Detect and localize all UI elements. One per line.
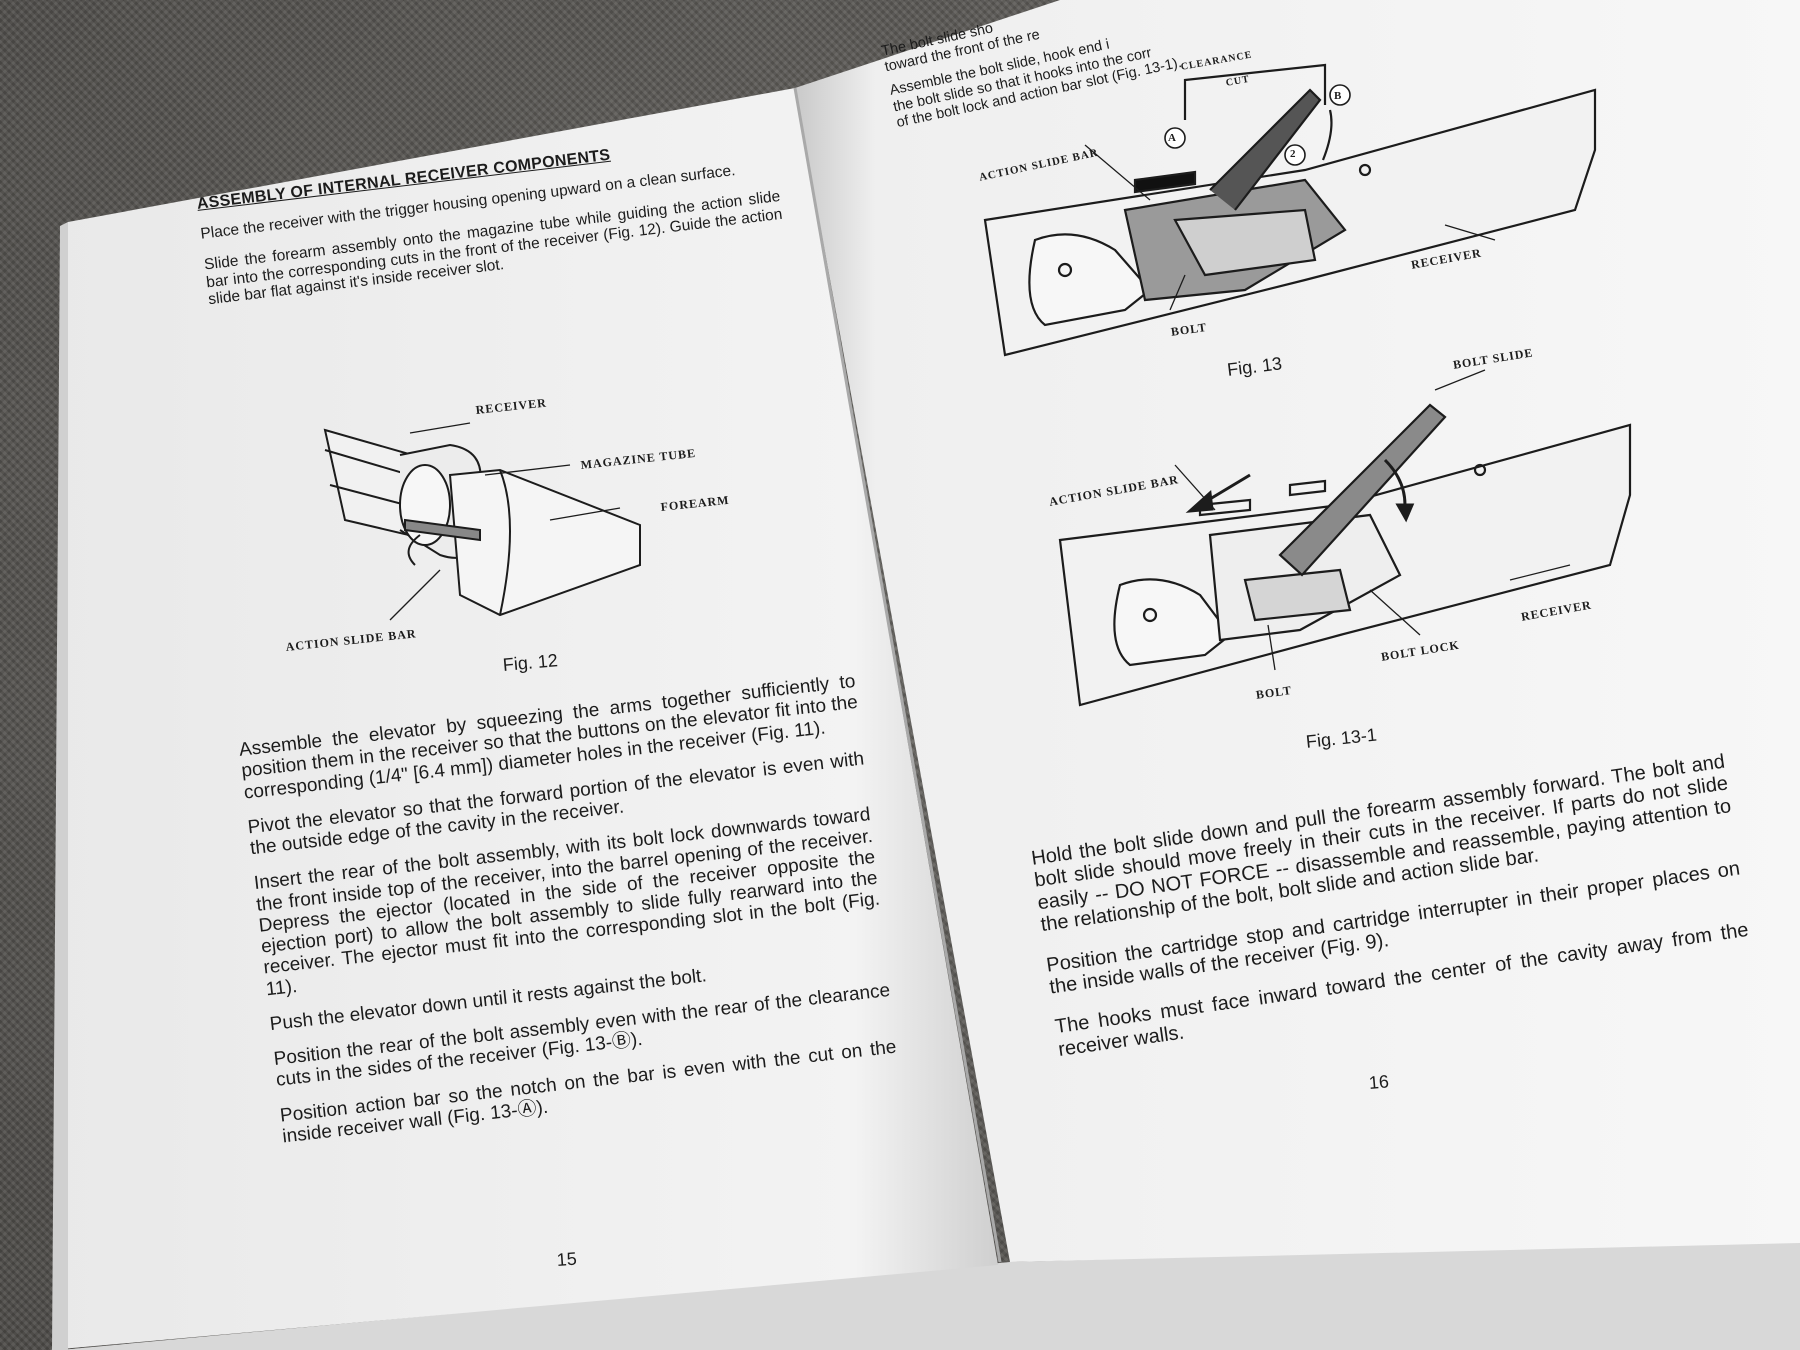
fig12-drawing	[323, 422, 641, 621]
left-body-text: Assemble the elevator by squeezing the a…	[238, 671, 901, 1162]
fig13-1-drawing	[1058, 369, 1632, 707]
fig13-marker-b: B	[1334, 90, 1343, 102]
left-page-number: 15	[556, 1248, 578, 1270]
fig13-drawing	[983, 63, 1597, 357]
left-page	[50, 88, 998, 1350]
right-page-number: 16	[1368, 1071, 1390, 1093]
fig13-marker-2: 2	[1290, 148, 1297, 160]
fig13-marker-a: A	[1168, 132, 1177, 144]
